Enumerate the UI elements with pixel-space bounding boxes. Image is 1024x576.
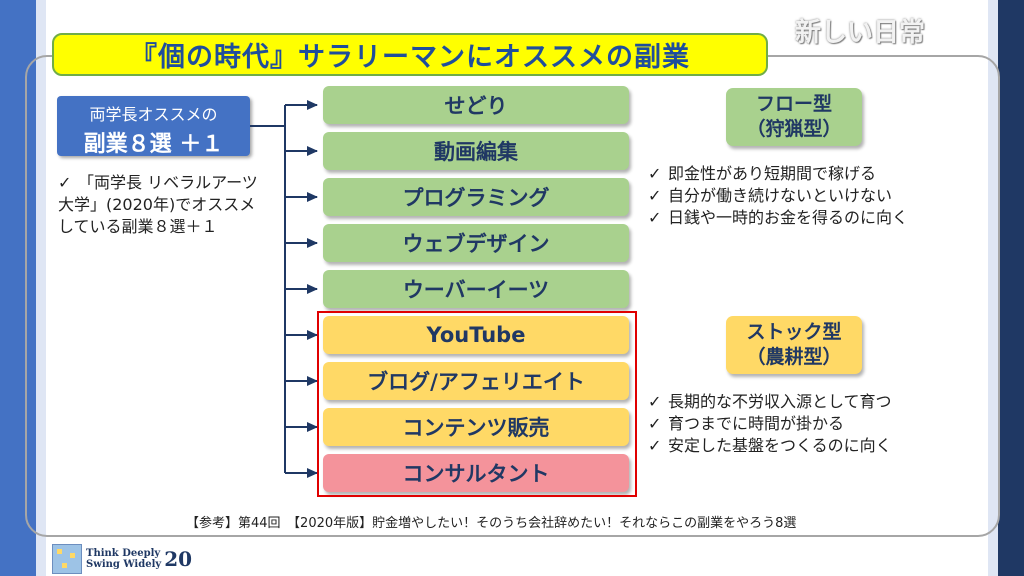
right-accent-bar bbox=[998, 0, 1024, 576]
stock-type-label: ストック型 bbox=[746, 321, 842, 343]
brand-logo: Think Deeply Swing Widely 20 bbox=[52, 544, 208, 574]
flow-type-box: フロー型 （狩猟型） bbox=[726, 88, 862, 146]
list-item: ✓長期的な不労収入源として育つ bbox=[648, 392, 892, 411]
check-icon: ✓ bbox=[58, 173, 72, 192]
reference-note: 【参考】第44回 【2020年版】貯金増やしたい！そのうち会社辞めたい！それなら… bbox=[186, 516, 797, 531]
list-item: ✓日銭や一時的お金を得るのに向く bbox=[648, 208, 909, 227]
list-item: ✓自分が働き続けないといけない bbox=[648, 186, 893, 205]
check-icon: ✓ bbox=[648, 186, 662, 205]
slide-title: 『個の時代』サラリーマンにオススメの副業 bbox=[52, 33, 768, 76]
item-pill: ウーバーイーツ bbox=[323, 270, 629, 308]
check-icon: ✓ bbox=[648, 208, 662, 227]
flow-points: ✓即金性があり短期間で稼げる ✓自分が働き続けないといけない ✓日銭や一時的お金… bbox=[648, 163, 908, 229]
item-pill: コンテンツ販売 bbox=[323, 408, 629, 446]
source-box: 両学長オススメの 副業８選 ＋１ bbox=[57, 96, 250, 157]
item-pill: プログラミング bbox=[323, 178, 629, 216]
logo-icon bbox=[52, 544, 82, 574]
item-pill: YouTube bbox=[323, 316, 629, 354]
item-pill: ブログ/アフェリエイト bbox=[323, 362, 629, 400]
logo-line2: Swing Widely bbox=[86, 559, 162, 570]
list-item: ✓安定した基盤をつくるのに向く bbox=[648, 436, 892, 455]
source-note: ✓「両学長 リベラルアーツ大学」(2020年)でオススメしている副業８選＋１ bbox=[58, 172, 268, 238]
item-pill: 動画編集 bbox=[323, 132, 629, 170]
source-box-line2: 副業８選 ＋１ bbox=[83, 132, 224, 157]
highlight-frame bbox=[317, 311, 637, 497]
list-item: ✓即金性があり短期間で稼げる bbox=[648, 164, 877, 183]
right-accent-strip bbox=[988, 0, 998, 576]
item-pill: せどり bbox=[323, 86, 629, 124]
item-pill: コンサルタント bbox=[323, 454, 629, 492]
stock-points: ✓長期的な不労収入源として育つ ✓育つまでに時間が掛かる ✓安定した基盤をつくる… bbox=[648, 391, 892, 457]
check-icon: ✓ bbox=[648, 436, 662, 455]
source-box-line1: 両学長オススメの bbox=[89, 105, 218, 124]
source-note-text: 「両学長 リベラルアーツ大学」(2020年)でオススメしている副業８選＋１ bbox=[58, 173, 258, 236]
check-icon: ✓ bbox=[648, 392, 662, 411]
list-item: ✓育つまでに時間が掛かる bbox=[648, 414, 845, 433]
check-icon: ✓ bbox=[648, 414, 662, 433]
stock-type-sublabel: （農耕型） bbox=[746, 346, 842, 368]
left-accent-bar bbox=[0, 0, 36, 576]
flow-type-label: フロー型 bbox=[755, 93, 832, 115]
logo-line1: Think Deeply bbox=[86, 548, 161, 559]
check-icon: ✓ bbox=[648, 164, 662, 183]
stock-type-box: ストック型 （農耕型） bbox=[726, 316, 862, 374]
item-pill: ウェブデザイン bbox=[323, 224, 629, 262]
flow-type-sublabel: （狩猟型） bbox=[746, 118, 842, 140]
corner-label: 新しい日常 bbox=[795, 18, 926, 48]
logo-number: 20 bbox=[164, 547, 193, 571]
left-accent-strip bbox=[36, 0, 46, 576]
